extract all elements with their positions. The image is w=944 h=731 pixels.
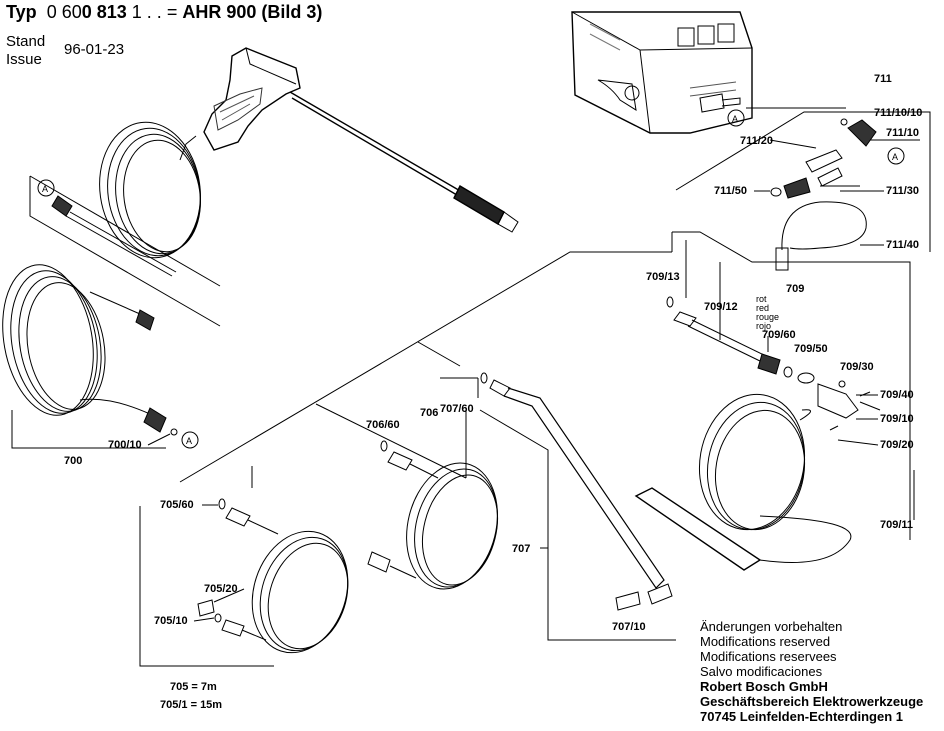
division-name: Geschäftsbereich Elektrowerkzeuge: [700, 694, 924, 709]
callout-711: 711: [874, 73, 892, 85]
gun-hose-coil: [91, 116, 209, 265]
lance-707: [481, 373, 672, 610]
reference-a-label: A: [186, 436, 192, 446]
note-de: Änderungen vorbehalten: [700, 619, 843, 634]
spray-gun: [180, 48, 300, 160]
callout-711-30: 711/30: [886, 185, 919, 197]
color-word-es: rojo: [756, 321, 771, 331]
callout-707-60: 707/60: [440, 403, 474, 415]
color-word-de: rot: [756, 294, 767, 304]
issue-label: Issue: [6, 51, 42, 68]
document-title: Typ 0 600 813 1 . . = AHR 900 (Bild 3): [6, 2, 322, 23]
reference-a-marker: [182, 432, 198, 448]
issue-date: 96-01-23: [64, 41, 125, 58]
color-word-fr: rouge: [756, 312, 779, 322]
callout-709-13: 709/13: [646, 271, 680, 283]
company-address: 70745 Leinfelden-Echterdingen 1: [700, 709, 904, 724]
hose-connector-a: [30, 176, 220, 326]
callout-709-50: 709/50: [794, 343, 828, 355]
callout-705-20: 705/20: [204, 583, 238, 595]
hose-705: [198, 499, 363, 665]
callout-705-10: 705/10: [154, 615, 188, 627]
reference-a-marker: [888, 148, 904, 164]
callout-711-40: 711/40: [886, 239, 919, 251]
lance-set-709: [636, 297, 880, 570]
hose-706: [368, 441, 510, 599]
callout-709-20: 709/20: [880, 439, 914, 451]
note-fr: Modifications reservees: [700, 649, 837, 664]
callout-711-10: 711/10: [886, 127, 919, 139]
callout-709-60: 709/60: [762, 329, 796, 341]
reference-a-marker: [38, 180, 54, 196]
reference-a-marker: [728, 110, 744, 126]
callout-705-60: 705/60: [160, 499, 194, 511]
callout-709-30: 709/30: [840, 361, 874, 373]
callout-707-10: 707/10: [612, 621, 646, 633]
callout-700: 700: [64, 455, 82, 467]
notes-block: Änderungen vorbehalten Modifications res…: [700, 619, 923, 724]
model-name: AHR 900 (Bild 3): [182, 2, 323, 22]
reference-a-label: A: [42, 184, 48, 194]
callout-707: 707: [512, 543, 530, 555]
note-es: Salvo modificaciones: [700, 664, 823, 679]
callout-706: 706: [420, 407, 438, 419]
callout-709: 709: [786, 283, 804, 295]
part-number-b: 0 813: [81, 2, 127, 22]
note-en: Modifications reserved: [700, 634, 831, 649]
callout-705-length: 705 = 7m: [170, 681, 217, 693]
pressure-washer-housing: [572, 12, 752, 133]
color-word-en: red: [756, 303, 769, 313]
callout-700-10: 700/10: [108, 439, 142, 451]
callout-706-60: 706/60: [366, 419, 400, 431]
assembly-bracket-lines: [140, 108, 930, 666]
callout-711-10-10: 711/10/10: [874, 107, 922, 119]
callout-709-10: 709/10: [880, 413, 914, 425]
callout-705-1-length: 705/1 = 15m: [160, 699, 222, 711]
reference-a-label: A: [892, 152, 898, 162]
adapter-set-711: [771, 119, 876, 270]
main-hose-coil-700: [0, 258, 166, 448]
typ-label: Typ: [6, 2, 37, 22]
part-number-a: 0 60: [46, 2, 82, 22]
callout-711-20: 711/20: [740, 135, 773, 147]
callout-711-50: 711/50: [714, 185, 747, 197]
callout-709-40: 709/40: [880, 389, 914, 401]
spray-lance: [290, 92, 518, 232]
reference-a-label: A: [732, 114, 738, 124]
company-name: Robert Bosch GmbH: [700, 679, 828, 694]
part-number-c: 1 . . =: [131, 2, 178, 22]
callout-709-11: 709/11: [880, 519, 913, 531]
stand-label: Stand: [6, 33, 46, 50]
callout-709-12: 709/12: [704, 301, 738, 313]
